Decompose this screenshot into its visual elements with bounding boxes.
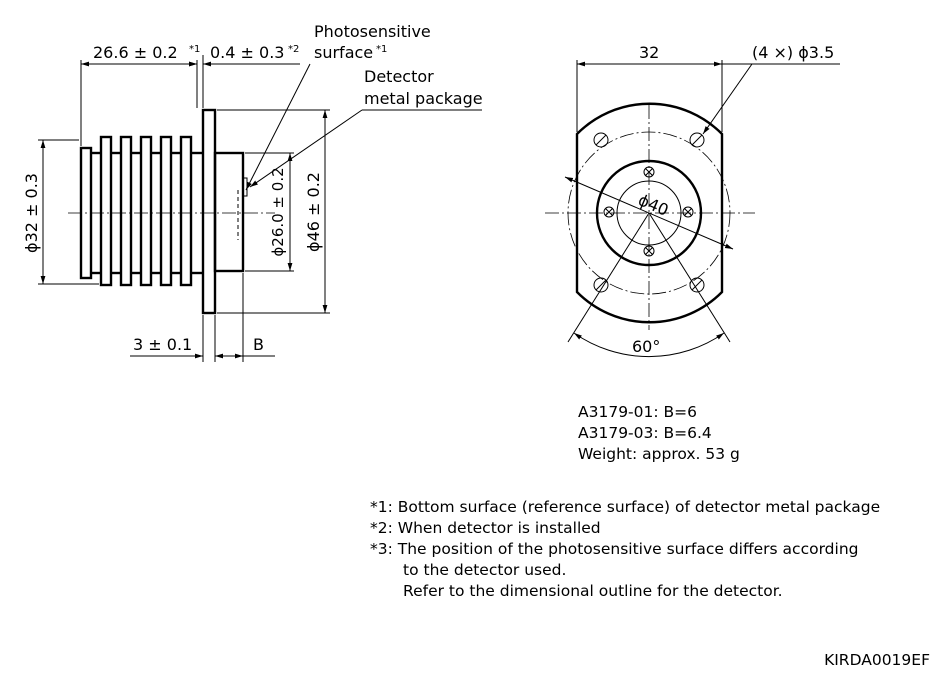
model-line-2: A3179-03: B=6.4	[578, 424, 712, 442]
note-3-line3: Refer to the dimensional outline for the…	[403, 582, 783, 600]
note-2: *2: When detector is installed	[370, 519, 601, 537]
dim-length-text: 26.6 ± 0.2	[93, 43, 178, 62]
flange	[201, 108, 217, 315]
detector-label-line1: Detector	[364, 67, 434, 86]
heat-sink-fins	[79, 135, 203, 287]
photosensitive-label-line2: surface	[314, 43, 373, 62]
photosensitive-leader	[245, 63, 311, 191]
notes: *1: Bottom surface (reference surface) o…	[370, 497, 880, 602]
front-outline	[575, 102, 724, 324]
angle-line-left	[567, 212, 650, 343]
detector-label-line2: metal package	[364, 89, 483, 108]
dim-arc-angle	[573, 332, 725, 358]
dim-angle-text: 60°	[632, 337, 660, 356]
dim-b-text: B	[253, 335, 264, 354]
front-view: 32 (4 ×) ϕ3.5 ϕ40 60°	[545, 43, 840, 358]
dim-phi32-text: ϕ32 ± 0.3	[22, 173, 41, 253]
model-line-1: A3179-01: B=6	[578, 403, 697, 421]
dim-phi46-text: ϕ46 ± 0.2	[304, 172, 323, 252]
dim-width-text: 32	[639, 43, 659, 62]
mounting-holes	[593, 132, 705, 293]
note-3-line2: to the detector used.	[403, 561, 567, 579]
side-view: 26.6 ± 0.2 *1 0.4 ± 0.3 *2 Photosensitiv…	[22, 22, 483, 362]
dim-holes-text: (4 ×) ϕ3.5	[752, 43, 834, 62]
angle-line-right	[648, 212, 731, 343]
dim-gap-note: *2	[288, 44, 299, 55]
photosensitive-note: *1	[376, 44, 387, 55]
note-1: *1: Bottom surface (reference surface) o…	[370, 498, 881, 516]
dim-length-note: *1	[189, 44, 200, 55]
model-info: A3179-01: B=6 A3179-03: B=6.4 Weight: ap…	[578, 402, 740, 465]
dim-flange-text: 3 ± 0.1	[133, 335, 192, 354]
note-3-line1: *3: The position of the photosensitive s…	[370, 540, 859, 558]
weight-line: Weight: approx. 53 g	[578, 445, 740, 463]
holes-leader	[702, 63, 753, 135]
detector-package	[213, 151, 245, 273]
detector-leader	[249, 109, 363, 188]
photosensitive-label-line1: Photosensitive	[314, 22, 431, 41]
dim-phi26-text: ϕ26.0 ± 0.2	[269, 167, 287, 256]
dim-gap-text: 0.4 ± 0.3	[210, 43, 284, 62]
drawing-code: KIRDA0019EF	[824, 651, 930, 669]
